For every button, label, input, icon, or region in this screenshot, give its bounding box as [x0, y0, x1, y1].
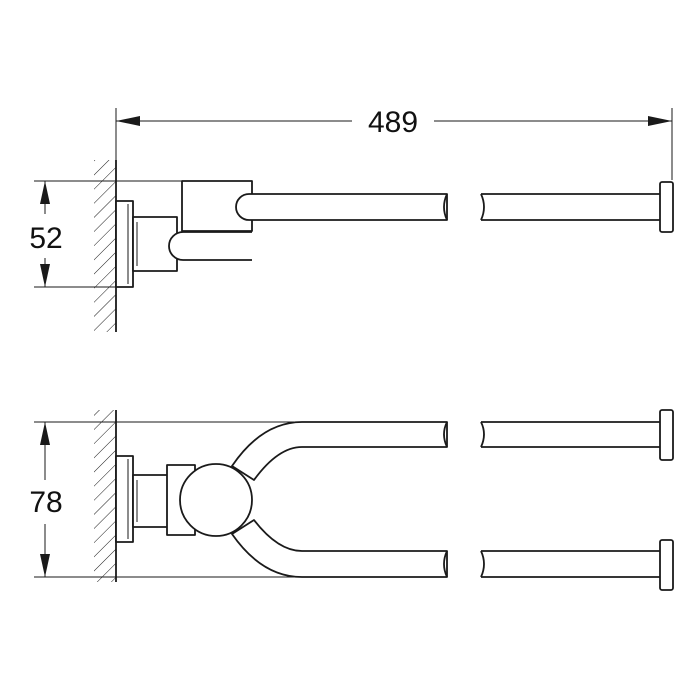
towel-arm-lower	[231, 519, 448, 578]
arm-break-right-top	[480, 193, 485, 221]
wall-hatch-bottom	[94, 410, 116, 582]
upper-arm-break-left	[443, 421, 448, 448]
end-cap-top	[659, 181, 674, 233]
hinge-knuckle-top	[168, 231, 252, 261]
towel-arm-upper	[231, 421, 448, 481]
arm-break-left-top	[443, 193, 448, 221]
length-value: 489	[368, 106, 418, 139]
top-height-arrow-lower	[40, 264, 50, 287]
mounting-stem-bottom	[132, 474, 170, 528]
length-arrow-left	[116, 116, 140, 126]
top-height-value: 52	[29, 222, 62, 255]
wall-hatch-top	[94, 160, 116, 332]
length-arrow-right	[648, 116, 672, 126]
end-cap-lower	[659, 539, 674, 591]
hinge-ball	[179, 463, 253, 537]
upper-arm-break-right	[480, 421, 485, 448]
length-dimension: 489	[115, 106, 673, 180]
bottom-view-double-arm: 78	[29, 409, 674, 591]
towel-arm-top	[235, 193, 448, 221]
towel-arm-lower-end	[481, 550, 660, 578]
end-cap-upper	[659, 409, 674, 461]
lower-arm-break-right	[480, 550, 485, 578]
top-view-single-arm: 52	[29, 160, 674, 332]
lower-arm-break-left	[443, 550, 448, 578]
bottom-height-arrow-lower	[40, 554, 50, 577]
towel-arm-end-top	[481, 193, 660, 221]
bottom-height-arrow-upper	[40, 422, 50, 445]
wall-flange-top	[115, 200, 134, 288]
wall-flange-bottom	[115, 455, 134, 543]
top-height-arrow-upper	[40, 181, 50, 204]
towel-arm-upper-end	[481, 421, 660, 448]
bottom-height-value: 78	[29, 486, 62, 519]
